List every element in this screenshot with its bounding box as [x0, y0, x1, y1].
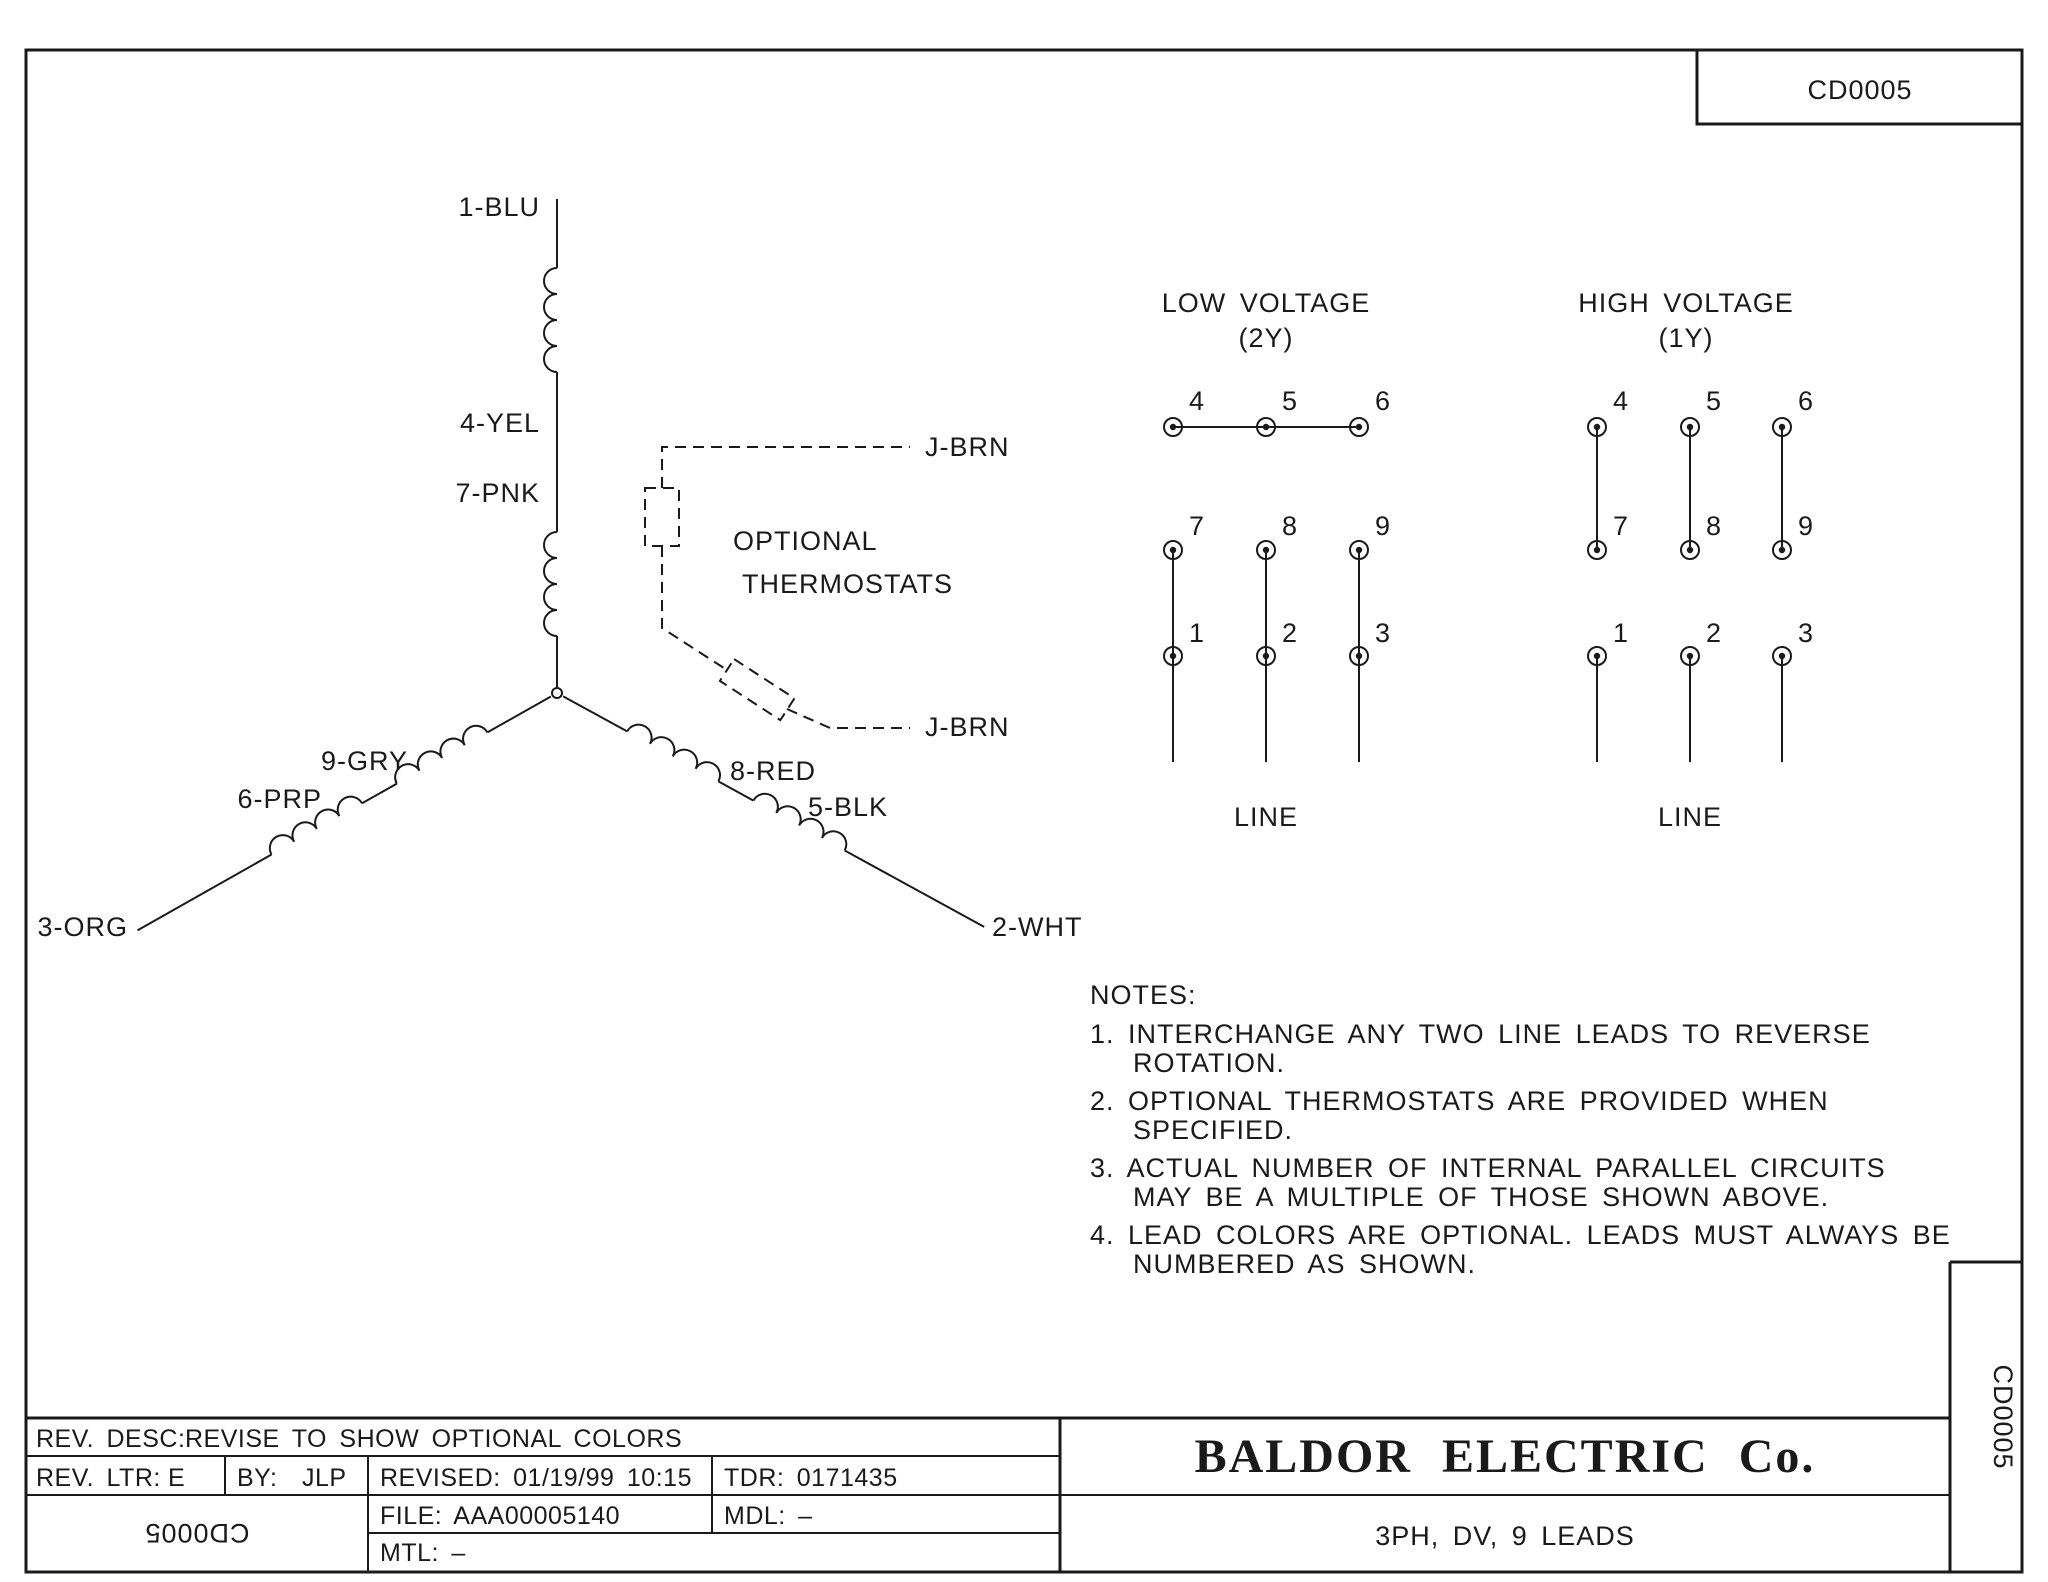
- file-field: FILE: AAA00005140: [380, 1502, 620, 1530]
- winding-line: [717, 780, 754, 802]
- thermostats: J-BRN J-BRN OPTIONAL THERMOSTATS: [644, 432, 1010, 742]
- winding-line: [562, 695, 628, 733]
- lead-label-5: 5-BLK: [808, 792, 888, 822]
- coil: [752, 792, 848, 851]
- thermostat-symbol: [644, 487, 680, 547]
- doc-number: CD0005: [1807, 75, 1912, 105]
- coil: [626, 723, 721, 782]
- terminal-number: 7: [1613, 511, 1629, 541]
- high-voltage-title: HIGH VOLTAGE: [1578, 288, 1794, 318]
- note-4-line-2: NUMBERED AS SHOWN.: [1133, 1249, 1476, 1279]
- doc-number-box-lines: [1695, 50, 2022, 126]
- lead-label-6: 6-PRP: [237, 784, 322, 814]
- lead-label-8: 8-RED: [730, 756, 816, 786]
- terminal-number: 5: [1706, 386, 1722, 416]
- by-value: JLP: [302, 1464, 347, 1492]
- star-point: [551, 687, 563, 699]
- thermostat-caption-line1: OPTIONAL: [733, 526, 878, 556]
- lead-label-1: 1-BLU: [458, 192, 540, 222]
- terminal-number: 6: [1798, 386, 1814, 416]
- line-label: LINE: [1658, 802, 1722, 832]
- revised-field: REVISED: 01/19/99 10:15: [380, 1464, 692, 1492]
- note-1-line-2: ROTATION.: [1133, 1048, 1285, 1078]
- low-voltage-title: LOW VOLTAGE: [1162, 288, 1371, 318]
- thermostat-lead-line: [661, 446, 910, 488]
- title-block: REV. DESC: REVISE TO SHOW OPTIONAL COLOR…: [26, 1260, 2022, 1572]
- thermostat-lead-label-top: J-BRN: [925, 432, 1010, 462]
- by-label: BY:: [237, 1464, 277, 1492]
- mdl-field: MDL: –: [724, 1502, 813, 1530]
- low-voltage-diagram: LOW VOLTAGE (2Y) 4 5 6 7 8 9 1 2 3 LINE: [1162, 288, 1391, 832]
- company-name: BALDOR ELECTRIC Co.: [1195, 1430, 1816, 1483]
- terminal-number: 3: [1375, 618, 1391, 648]
- rev-desc-value: REVISE TO SHOW OPTIONAL COLORS: [185, 1425, 682, 1453]
- winding-branch-left: [136, 695, 552, 932]
- winding-line: [486, 695, 552, 734]
- rev-ltr-value: E: [168, 1464, 185, 1492]
- coil: [268, 795, 363, 856]
- terminal-number: 8: [1282, 511, 1298, 541]
- note-2-line-2: SPECIFIED.: [1133, 1115, 1293, 1145]
- note-1-line-1: 1. INTERCHANGE ANY TWO LINE LEADS TO REV…: [1090, 1019, 1871, 1049]
- terminal-number: 1: [1613, 618, 1629, 648]
- mtl-field: MTL: –: [380, 1539, 466, 1567]
- wye-winding-diagram: 1-BLU 4-YEL 7-PNK 9-GRY 6-PRP 3-ORG 8-RE…: [37, 192, 1082, 942]
- rev-ltr-label: REV. LTR:: [36, 1464, 161, 1492]
- terminal-number: 1: [1189, 618, 1205, 648]
- terminal-number: 5: [1282, 386, 1298, 416]
- lead-label-3: 3-ORG: [37, 912, 128, 942]
- thermostat-caption-line2: THERMOSTATS: [742, 569, 953, 599]
- lead-label-4: 4-YEL: [460, 408, 540, 438]
- winding-branch-right: [562, 695, 985, 928]
- doc-number-box: CD0005: [1695, 50, 2022, 126]
- note-4-line-1: 4. LEAD COLORS ARE OPTIONAL. LEADS MUST …: [1090, 1220, 1951, 1250]
- doc-number-side: CD0005: [1988, 1364, 2018, 1469]
- winding-line: [844, 849, 985, 928]
- terminal-number: 2: [1706, 618, 1722, 648]
- lead-label-2: 2-WHT: [992, 912, 1082, 942]
- terminal-number: 4: [1613, 386, 1629, 416]
- coil: [543, 267, 558, 373]
- note-2-line-1: 2. OPTIONAL THERMOSTATS ARE PROVIDED WHE…: [1090, 1086, 1829, 1116]
- terminal-number: 6: [1375, 386, 1391, 416]
- doc-number-flipped: CD0005: [144, 1518, 249, 1548]
- notes-heading: NOTES:: [1090, 980, 1197, 1010]
- note-3-line-1: 3. ACTUAL NUMBER OF INTERNAL PARALLEL CI…: [1090, 1153, 1886, 1183]
- winding-line: [136, 853, 273, 932]
- sheet-border: [24, 48, 2024, 1574]
- high-voltage-diagram: HIGH VOLTAGE (1Y) 4 5 6 7 8 9 1 2 3 LINE: [1578, 288, 1814, 832]
- terminal-number: 4: [1189, 386, 1205, 416]
- thermostat-lead-label-bottom: J-BRN: [925, 712, 1010, 742]
- terminal-number: 8: [1706, 511, 1722, 541]
- line-label: LINE: [1234, 802, 1298, 832]
- drawing-description: 3PH, DV, 9 LEADS: [1375, 1521, 1635, 1551]
- winding-line: [361, 782, 398, 805]
- high-voltage-subtitle: (1Y): [1658, 323, 1713, 353]
- notes-block: NOTES: 1. INTERCHANGE ANY TWO LINE LEADS…: [1090, 980, 1951, 1279]
- coil: [543, 531, 558, 637]
- lead-label-9: 9-GRY: [321, 746, 408, 776]
- lead-label-7: 7-PNK: [455, 478, 540, 508]
- thermostat-symbol: [718, 657, 796, 722]
- terminal-number: 3: [1798, 618, 1814, 648]
- low-voltage-subtitle: (2Y): [1238, 323, 1293, 353]
- rev-desc-label: REV. DESC:: [36, 1425, 185, 1453]
- terminal-number: 2: [1282, 618, 1298, 648]
- thermostat-lead-line: [661, 546, 728, 671]
- tdr-field: TDR: 0171435: [724, 1464, 898, 1492]
- terminal-number: 7: [1189, 511, 1205, 541]
- terminal-number: 9: [1798, 511, 1814, 541]
- thermostat-lead-line: [786, 708, 910, 729]
- terminal-number: 9: [1375, 511, 1391, 541]
- note-3-line-2: MAY BE A MULTIPLE OF THOSE SHOWN ABOVE.: [1133, 1182, 1829, 1212]
